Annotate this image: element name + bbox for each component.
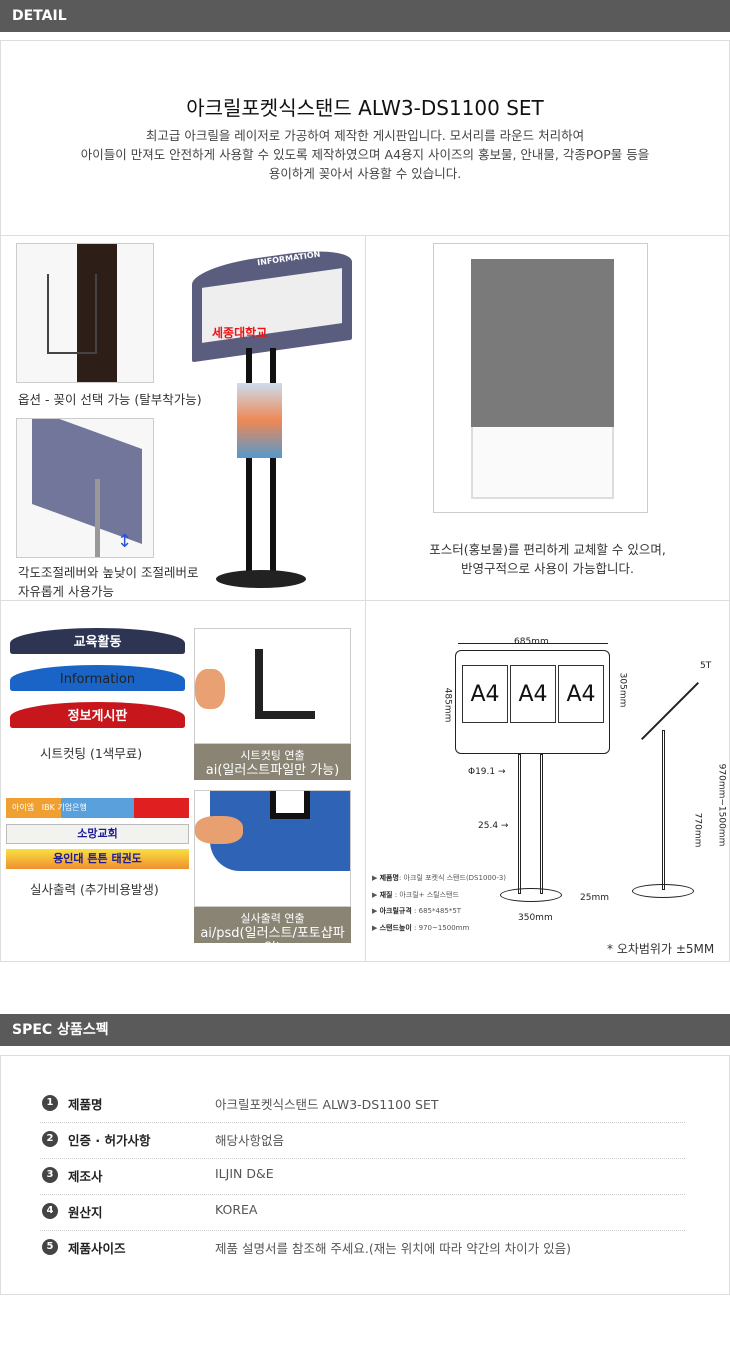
spec-key: 제품명: [379, 874, 399, 882]
banner-print-1: 아이엠 IBK 기업은행: [6, 798, 189, 818]
stand-photo: INFORMATION 세종대학교: [182, 244, 357, 593]
detail-header: DETAIL: [0, 0, 730, 32]
adjust-caption: 각도조절레버와 높낮이 조절레버로 자유롭게 사용가능: [18, 563, 198, 601]
spec-value: ILJIN D&E: [215, 1166, 274, 1181]
print-caption: 실사출력 (추가비용발생): [30, 882, 159, 897]
holder-option-photo: [16, 243, 154, 383]
dim-text: 25.4: [478, 821, 499, 831]
spec-header: SPEC 상품스펙: [0, 1014, 730, 1046]
dim-base-w: 350mm: [518, 913, 553, 923]
spec-row: 3 제조사 ILJIN D&E: [40, 1159, 685, 1195]
banner-text: 아이엠: [12, 803, 35, 812]
sheet-photo-caption: 시트컷팅 연출 ai(일러스트파일만 가능): [194, 744, 351, 780]
number-badge: 4: [42, 1203, 58, 1219]
sign-bulletin: 정보게시판: [10, 702, 185, 728]
dim-range: 970mm~1500mm: [716, 763, 727, 847]
spec-value: 아크릴포켓식스탠드 ALW3-DS1100 SET: [215, 1097, 439, 1112]
dim-text: Φ19.1: [468, 767, 496, 777]
spec-row: 4 원산지 KOREA: [40, 1195, 685, 1231]
dim-base-h: 25mm: [580, 893, 609, 903]
sheet-caption: 시트컷팅 (1색무료): [40, 746, 143, 761]
spec-value: 제품 설명서를 참조해 주세요.(재는 위치에 따라 약간의 차이가 있음): [215, 1241, 572, 1256]
spec-label: 제품명: [68, 1097, 103, 1112]
dim-pipe1: Φ19.1 →: [468, 767, 506, 777]
desc-line: 최고급 아크릴을 레이저로 가공하여 제작한 게시판입니다. 모서리를 라운드 …: [145, 128, 585, 143]
dim-low: 770mm: [692, 812, 703, 848]
caption-line: 시트컷팅 연출: [240, 749, 305, 762]
spec-value: 아크릴 포켓식 스탠드(DS1000-3): [403, 874, 507, 882]
print-photo-caption: 실사출력 연출 ai/psd(일러스트/포토샵파일): [194, 907, 351, 956]
dim-thickness: 5T: [700, 661, 712, 671]
banner-print-3: 용인대 튼튼 태권도: [6, 849, 189, 869]
number-badge: 1: [42, 1095, 58, 1111]
desc-line: 아이들이 만져도 안전하게 사용할 수 있도록 제작하였으며 A4용지 사이즈의…: [80, 147, 650, 162]
spec-value: 685*485*5T: [418, 907, 462, 915]
board-outline: A4 A4 A4: [455, 650, 610, 754]
dim-height: 485mm: [442, 687, 453, 723]
banner-text: IBK 기업은행: [41, 803, 87, 812]
stand-logo-text: 세종대학교: [212, 326, 268, 340]
desc-line: 용이하게 꽂아서 사용할 수 있습니다.: [268, 166, 462, 181]
number-badge: 2: [42, 1131, 58, 1147]
spec-key: 스탠드높이: [379, 923, 412, 932]
spec-label: 인증 · 허가사항: [68, 1133, 151, 1148]
spec-value: KOREA: [215, 1202, 258, 1217]
spec-label: 제조사: [68, 1169, 103, 1184]
sign-information: Information: [10, 665, 185, 691]
spec-row: 5 제품사이즈 제품 설명서를 참조해 주세요.(재는 위치에 따라 약간의 차이가…: [40, 1231, 685, 1267]
number-badge: 3: [42, 1167, 58, 1183]
spec-value: 아크릴+ 스틸스탠드: [399, 890, 459, 899]
print-photo: [194, 790, 351, 907]
sign-education: 교육활동: [10, 628, 185, 654]
spec-summary: ▶ 제품명: 아크릴 포켓식 스탠드(DS1000-3) ▶ 재질 : 아크릴+…: [372, 874, 507, 932]
spec-row: 2 인증 · 허가사항 해당사항없음: [40, 1123, 685, 1159]
poster-pocket-photo: [433, 243, 648, 513]
spec-value: 970~1500mm: [418, 923, 470, 932]
tolerance-note: * 오차범위가 ±5MM: [607, 942, 715, 956]
caption-line: 포스터(홍보물)를 편리하게 교체할 수 있으며,: [429, 542, 666, 557]
spec-label: 제품사이즈: [68, 1241, 126, 1256]
spec-key: 아크릴규격: [379, 907, 412, 915]
a4-pocket: A4: [510, 665, 556, 723]
a4-pocket: A4: [462, 665, 508, 723]
caption-line: 반영구적으로 사용이 가능합니다.: [461, 561, 634, 576]
poster-caption: 포스터(홍보물)를 편리하게 교체할 수 있으며, 반영구적으로 사용이 가능합…: [365, 540, 730, 578]
caption-line: ai(일러스트파일만 가능): [205, 763, 340, 778]
caption-line: ai/psd(일러스트/포토샵파일): [200, 926, 345, 956]
spec-value: 해당사항없음: [215, 1133, 285, 1148]
a4-pocket: A4: [558, 665, 604, 723]
spec-row: 1 제품명 아크릴포켓식스탠드 ALW3-DS1100 SET: [40, 1087, 685, 1123]
sheet-cutting-photo: [194, 628, 351, 744]
dim-pipe2: 25.4 →: [478, 821, 509, 831]
spec-key: 재질: [379, 890, 393, 899]
product-title: 아크릴포켓식스탠드 ALW3-DS1100 SET: [186, 96, 544, 120]
dim-width: 685mm: [512, 637, 551, 647]
caption-line: 실사출력 연출: [240, 912, 305, 925]
caption-line: 자유롭게 사용가능: [18, 584, 114, 599]
product-description: 최고급 아크릴을 레이저로 가공하여 제작한 게시판입니다. 모서리를 라운드 …: [0, 126, 730, 183]
banner-print-2: 소망교회: [6, 824, 189, 844]
number-badge: 5: [42, 1239, 58, 1255]
dim-pocket: 305mm: [617, 672, 628, 708]
option-caption: 옵션 - 꽂이 선택 가능 (탈부착가능): [18, 392, 202, 407]
spec-label: 원산지: [68, 1205, 103, 1220]
angle-adjust-photo: ↕: [16, 418, 154, 558]
caption-line: 각도조절레버와 높낮이 조절레버로: [18, 565, 199, 580]
